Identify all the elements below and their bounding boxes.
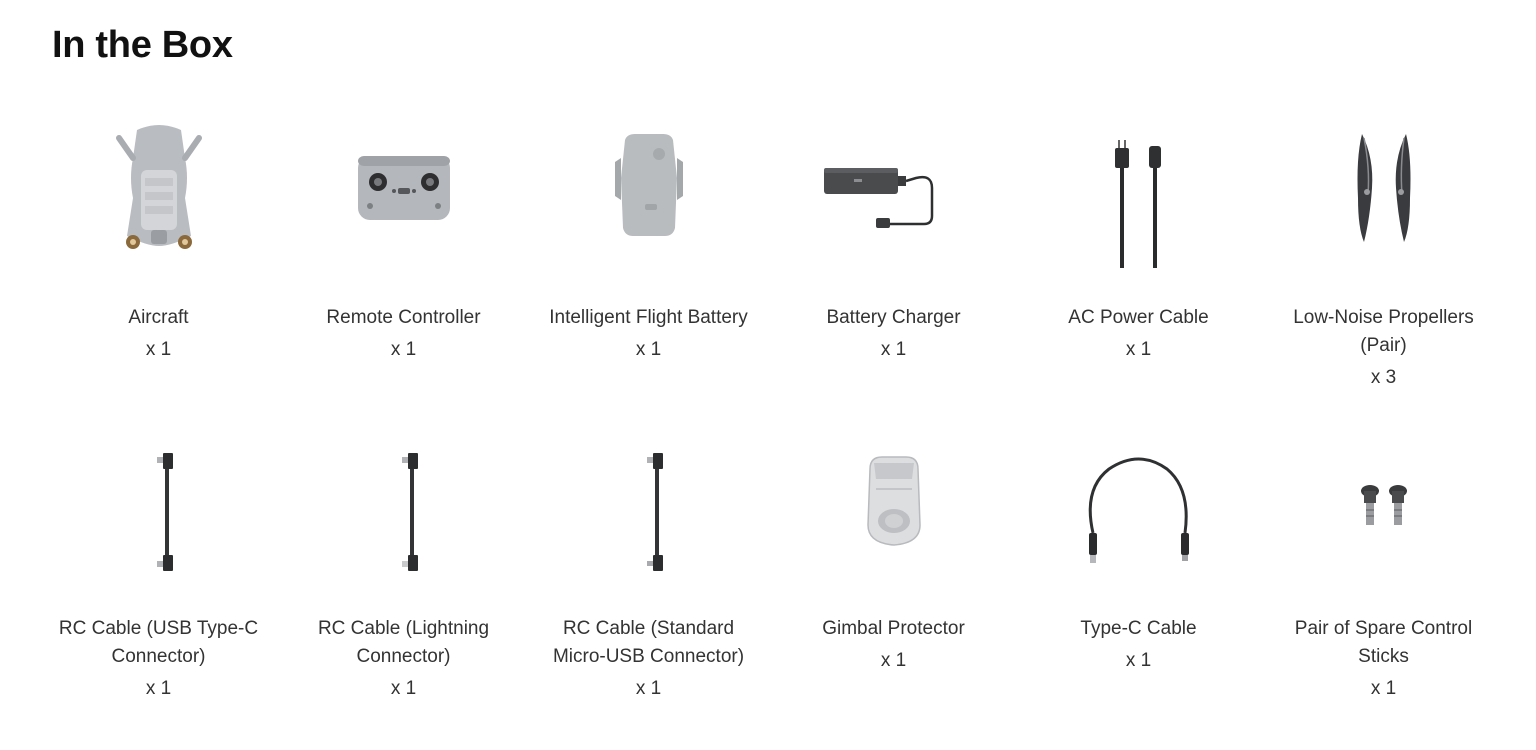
item-quantity: x 1 xyxy=(1370,678,1397,699)
box-item-battery-charger: Battery Charger x 1 xyxy=(771,118,1016,429)
box-item-rc-cable-lightning: RC Cable (Lightning Connector) x 1 xyxy=(281,429,526,729)
item-quantity: x 3 xyxy=(1370,367,1397,388)
box-item-gimbal-protector: Gimbal Protector x 1 xyxy=(771,429,1016,729)
box-item-rc-cable-usb-c: RC Cable (USB Type-C Connector) x 1 xyxy=(36,429,281,729)
item-quantity: x 1 xyxy=(1125,339,1152,360)
propellers-icon xyxy=(1357,134,1410,242)
item-quantity: x 1 xyxy=(1125,650,1152,671)
rc-cable-micro-usb-icon xyxy=(646,453,663,571)
item-name: AC Power Cable xyxy=(1068,307,1209,328)
item-name: Intelligent Flight Battery xyxy=(549,307,748,328)
item-name: Type-C Cable xyxy=(1080,618,1197,639)
item-name: Battery Charger xyxy=(826,307,961,328)
box-item-flight-battery: Intelligent Flight Battery x 1 xyxy=(526,118,771,429)
items-grid: Aircraft x 1 Remote xyxy=(36,118,1506,729)
gimbal-protector-icon xyxy=(866,456,921,546)
item-quantity: x 1 xyxy=(145,678,172,699)
item-quantity: x 1 xyxy=(145,339,172,360)
rc-cable-lightning-icon xyxy=(401,453,418,571)
box-item-rc-cable-micro-usb: RC Cable (Standard Micro-USB Connector) … xyxy=(526,429,771,729)
ac-power-cable-icon xyxy=(1114,140,1161,268)
item-name: RC Cable (USB Type-C Connector) xyxy=(58,618,259,667)
item-name: RC Cable (Standard Micro-USB Connector) xyxy=(552,618,745,667)
box-item-propellers: Low-Noise Propellers (Pair) x 3 xyxy=(1261,118,1506,429)
item-name: Pair of Spare Control Sticks xyxy=(1294,618,1473,667)
type-c-cable-icon xyxy=(1088,457,1189,563)
box-item-type-c-cable: Type-C Cable x 1 xyxy=(1016,429,1261,729)
item-quantity: x 1 xyxy=(880,339,907,360)
item-quantity: x 1 xyxy=(880,650,907,671)
item-quantity: x 1 xyxy=(635,339,662,360)
item-name: Gimbal Protector xyxy=(822,618,965,639)
item-quantity: x 1 xyxy=(635,678,662,699)
battery-icon xyxy=(614,134,683,236)
box-item-aircraft: Aircraft x 1 xyxy=(36,118,281,429)
item-quantity: x 1 xyxy=(390,678,417,699)
box-item-spare-control-sticks: Pair of Spare Control Sticks x 1 xyxy=(1261,429,1506,729)
remote-controller-icon xyxy=(357,156,450,220)
rc-cable-usb-c-icon xyxy=(156,453,173,571)
item-name: Low-Noise Propellers (Pair) xyxy=(1293,307,1474,356)
item-name: Remote Controller xyxy=(326,307,481,328)
section-title: In the Box xyxy=(52,24,233,66)
item-name: Aircraft xyxy=(128,307,189,328)
aircraft-icon xyxy=(115,125,202,249)
box-item-ac-power-cable: AC Power Cable x 1 xyxy=(1016,118,1261,429)
item-name: RC Cable (Lightning Connector) xyxy=(317,618,490,667)
item-quantity: x 1 xyxy=(390,339,417,360)
control-sticks-icon xyxy=(1360,485,1407,525)
box-item-remote-controller: Remote Controller x 1 xyxy=(281,118,526,429)
battery-charger-icon xyxy=(823,168,933,228)
